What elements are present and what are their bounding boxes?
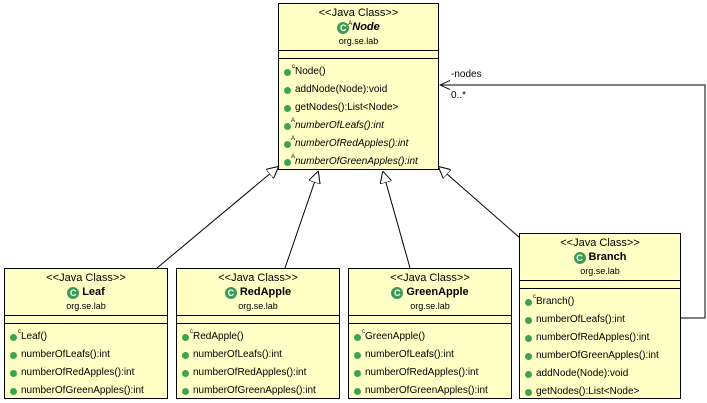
public-method-icon — [182, 387, 189, 395]
abstract-method-icon: A — [284, 136, 295, 148]
association-multiplicity-label: 0..* — [451, 90, 467, 101]
operation[interactable]: addNode(Node):void — [525, 365, 680, 383]
operation[interactable]: numberOfLeafs():int — [10, 346, 167, 364]
operation[interactable]: numberOfLeafs():int — [525, 311, 680, 329]
public-method-icon — [525, 334, 532, 342]
stereotype: <<Java Class>> — [560, 237, 640, 249]
class-greenapple-header: <<Java Class>> C GreenApple org.se.lab — [349, 269, 511, 316]
attributes-compartment — [349, 316, 511, 324]
operation[interactable]: getNodes():List<Node> — [525, 383, 680, 401]
operation[interactable]: numberOfLeafs():int — [182, 346, 339, 364]
attributes-compartment — [5, 316, 167, 324]
branch-generalization — [439, 167, 521, 239]
operation[interactable]: numberOfGreenApples():int — [354, 382, 511, 400]
public-method-icon — [284, 86, 291, 94]
public-method-icon — [354, 369, 361, 377]
public-method-icon — [182, 351, 189, 359]
public-method-icon — [284, 104, 291, 112]
package-name: org.se.lab — [338, 36, 379, 46]
public-method-icon — [182, 369, 189, 377]
operation[interactable]: numberOfRedApples():int — [10, 364, 167, 382]
abstract-method-icon: A — [284, 118, 295, 130]
public-method-icon — [10, 351, 17, 359]
stereotype: <<Java Class>> — [46, 272, 126, 284]
public-method-icon — [10, 387, 17, 395]
class-greenapple[interactable]: <<Java Class>> C GreenApple org.se.lab c… — [348, 268, 512, 399]
package-name: org.se.lab — [410, 301, 450, 311]
class-name: C GreenApple — [349, 286, 511, 299]
public-method-icon — [525, 388, 532, 396]
abstract-method-icon: A — [284, 154, 295, 166]
class-icon: C — [573, 251, 586, 264]
constructor-icon: c — [354, 329, 365, 341]
package-name: org.se.lab — [238, 301, 278, 311]
class-name: C RedApple — [177, 286, 339, 299]
operation[interactable]: numberOfRedApples():int — [354, 364, 511, 382]
operation[interactable]: addNode(Node):void — [284, 81, 438, 99]
constructor-icon: c — [525, 294, 536, 306]
public-method-icon — [525, 352, 532, 360]
attributes-compartment — [177, 316, 339, 324]
operation[interactable]: numberOfGreenApples():int — [182, 382, 339, 400]
greenapple-generalization — [383, 172, 411, 269]
public-method-icon — [354, 351, 361, 359]
public-method-icon — [525, 316, 532, 324]
leaf-generalization — [156, 167, 278, 269]
constructor-icon: c — [182, 329, 193, 341]
attributes-compartment — [279, 51, 438, 59]
class-redapple-header: <<Java Class>> C RedApple org.se.lab — [177, 269, 339, 316]
class-leaf-header: <<Java Class>> C Leaf org.se.lab — [5, 269, 167, 316]
public-method-icon — [10, 369, 17, 377]
stereotype: <<Java Class>> — [390, 272, 470, 284]
operation[interactable]: numberOfGreenApples():int — [525, 347, 680, 365]
operation[interactable]: numberOfLeafs():int — [354, 346, 511, 364]
constructor-icon: c — [284, 64, 295, 76]
stereotype: <<Java Class>> — [318, 7, 399, 19]
package-name: org.se.lab — [66, 301, 106, 311]
operation[interactable]: numberOfRedApples():int — [525, 329, 680, 347]
operation[interactable]: numberOfRedApples():int — [182, 364, 339, 382]
public-method-icon — [525, 370, 532, 378]
attributes-compartment — [520, 281, 680, 289]
nodes-association — [440, 85, 706, 319]
class-name: C Leaf — [5, 286, 167, 299]
class-branch-header: <<Java Class>> C Branch org.se.lab — [520, 234, 680, 281]
class-icon: C — [391, 286, 404, 299]
public-method-icon — [354, 387, 361, 395]
operation[interactable]: numberOfGreenApples():int — [10, 382, 167, 400]
class-icon: C — [224, 286, 237, 299]
association-role-label: -nodes — [451, 69, 482, 80]
stereotype: <<Java Class>> — [218, 272, 298, 284]
package-name: org.se.lab — [580, 266, 620, 276]
constructor-icon: c — [10, 329, 21, 341]
class-icon: C — [67, 286, 80, 299]
operation[interactable]: getNodes():List<Node> — [284, 99, 438, 117]
class-name: C Branch — [520, 251, 680, 264]
redapple-generalization — [284, 172, 318, 269]
